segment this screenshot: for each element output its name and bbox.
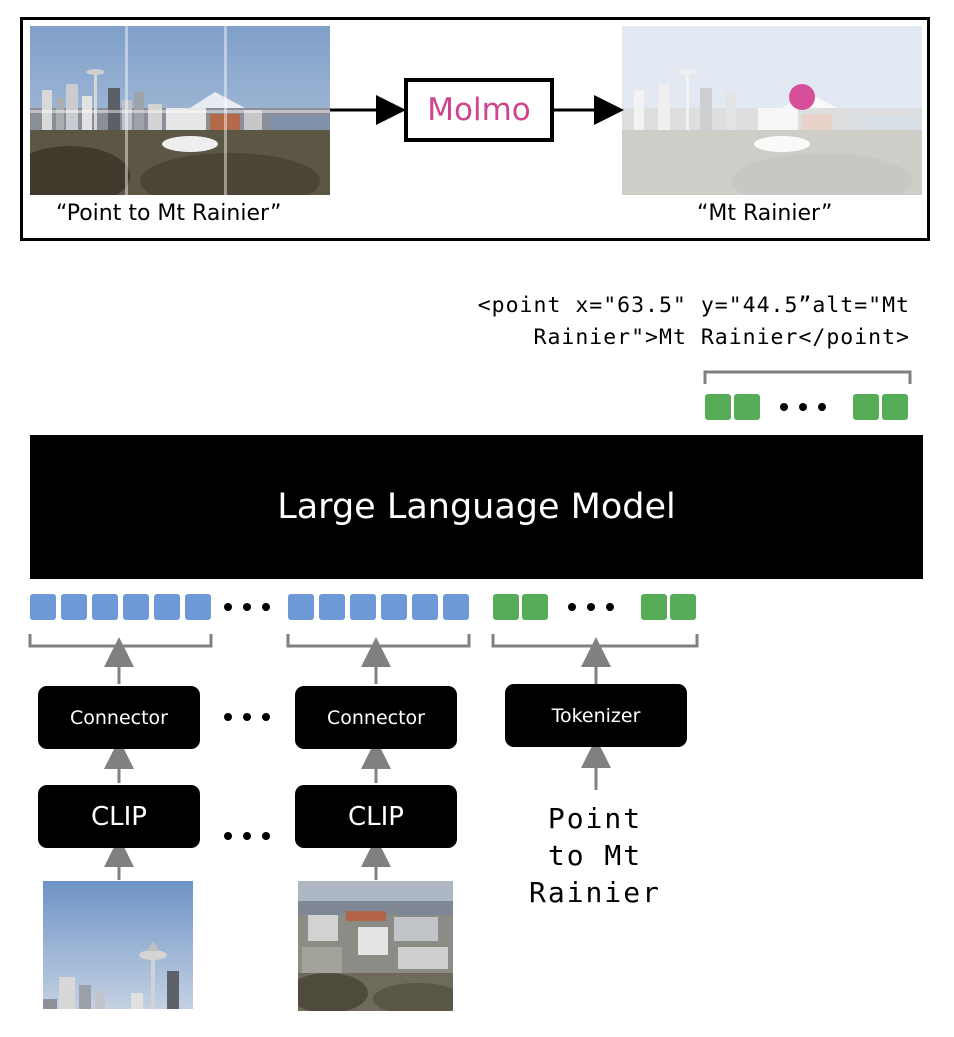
model-output: <point x="63.5" y="44.5”alt="Mt Rainier"…: [390, 290, 910, 354]
prompt-line: to Mt: [547, 839, 643, 872]
image-token: [154, 594, 180, 620]
text-token: [493, 594, 519, 620]
output-token: [705, 394, 731, 420]
image-token: [123, 594, 149, 620]
image-token: [350, 594, 376, 620]
llm-label: Large Language Model: [277, 487, 676, 527]
image-token: [92, 594, 118, 620]
text-token: [641, 594, 667, 620]
text-token: [670, 594, 696, 620]
clip-ellipsis: [224, 832, 270, 840]
output-token: [734, 394, 760, 420]
connector-ellipsis: [224, 713, 270, 721]
clip-block: CLIP: [38, 785, 200, 848]
output-token-ellipsis: [780, 403, 826, 411]
image-token-bracket: [28, 634, 213, 648]
output-photo: [622, 26, 922, 195]
image-token: [319, 594, 345, 620]
output-token: [882, 394, 908, 420]
clip-block: CLIP: [295, 785, 457, 848]
output-token: [853, 394, 879, 420]
output-line-2: Rainier">Mt Rainier</point>: [533, 325, 910, 350]
text-token-bracket: [491, 634, 699, 648]
skyline-crop-city-icon: [298, 881, 453, 1011]
text-token-ellipsis: [568, 603, 614, 611]
image-token: [30, 594, 56, 620]
image-token: [185, 594, 211, 620]
image-crop-2: [298, 881, 453, 1011]
skyline-image: [30, 26, 330, 195]
output-bracket: [703, 370, 912, 384]
skyline-crop-space-needle-icon: [43, 881, 193, 1009]
prompt-line: Point: [547, 802, 643, 835]
prompt-text: Point to Mt Rainier: [520, 800, 670, 911]
output-line-1: <point x="63.5" y="44.5”alt="Mt: [477, 293, 910, 318]
input-photo: [30, 26, 330, 195]
image-token: [412, 594, 438, 620]
skyline-image-faded: [622, 26, 922, 195]
image-crop-1: [43, 881, 193, 1009]
tokenizer-label: Tokenizer: [551, 704, 641, 727]
connector-block: Connector: [295, 686, 457, 749]
prompt-line: Rainier: [528, 876, 661, 909]
molmo-box: Molmo: [404, 78, 554, 142]
image-token-bracket: [286, 634, 471, 648]
large-language-model-block: Large Language Model: [30, 435, 923, 579]
image-token: [61, 594, 87, 620]
molmo-label: Molmo: [427, 92, 531, 128]
text-token: [522, 594, 548, 620]
clip-label: CLIP: [348, 801, 404, 832]
clip-label: CLIP: [91, 801, 147, 832]
point-marker-icon: [789, 84, 815, 110]
input-caption: “Point to Mt Rainier”: [56, 201, 282, 226]
connector-label: Connector: [327, 706, 425, 729]
image-token-ellipsis: [224, 603, 270, 611]
connector-label: Connector: [70, 706, 168, 729]
image-token: [288, 594, 314, 620]
connector-block: Connector: [38, 686, 200, 749]
tokenizer-block: Tokenizer: [505, 684, 687, 747]
image-token: [443, 594, 469, 620]
output-caption: “Mt Rainier”: [697, 201, 833, 226]
image-token: [381, 594, 407, 620]
